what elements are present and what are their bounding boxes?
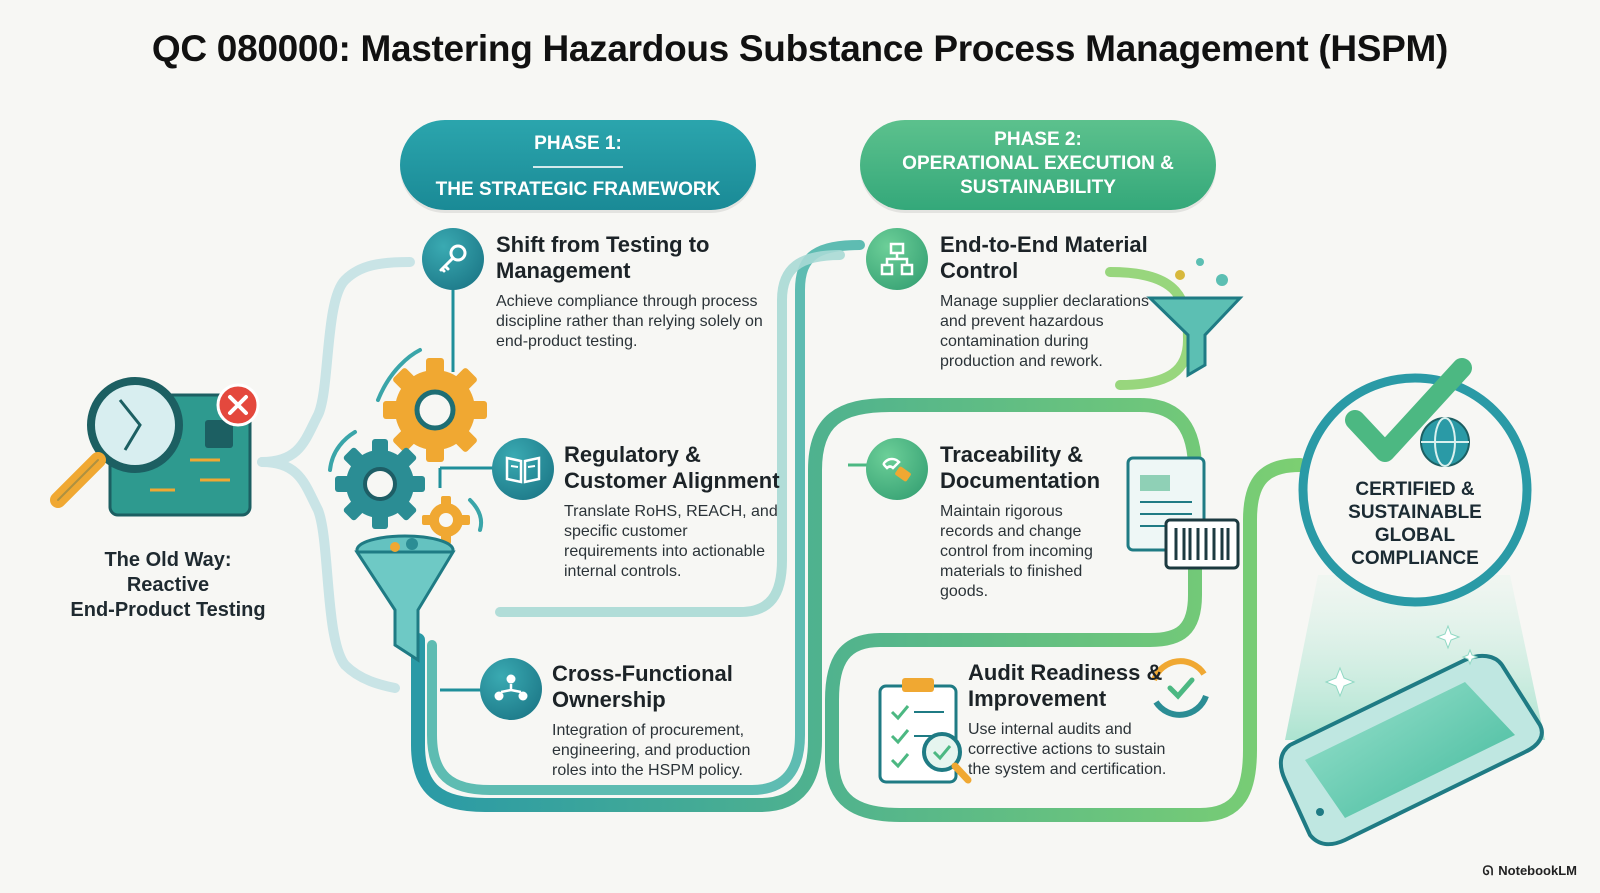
error-x-icon [216, 383, 260, 427]
gear-icon [422, 496, 470, 544]
item-body: Integration of procurement, engineering,… [552, 722, 751, 779]
magnifier-icon [50, 377, 183, 508]
funnel-icon [1146, 258, 1244, 378]
phase-2-item-audit: Audit Readiness & Improvement Use intern… [968, 660, 1186, 780]
item-title: Shift from Testing to Management [496, 232, 710, 283]
item-title: Cross-Functional Ownership [552, 661, 733, 712]
rotate-arrow-icon [328, 430, 357, 472]
phase-1-item-shift: Shift from Testing to Management Achieve… [496, 232, 766, 352]
phase-2-pill: PHASE 2: OPERATIONAL EXECUTION & SUSTAIN… [860, 120, 1216, 210]
phase-2-item-traceability: Traceability & Documentation Maintain ri… [940, 442, 1110, 602]
old-way-line-2: Reactive [126, 574, 210, 596]
brand-name: NotebookLM [1498, 863, 1577, 878]
brace-connector [257, 257, 415, 467]
item-body: Use internal audits and corrective actio… [968, 721, 1167, 778]
item-title: Traceability & Documentation [940, 442, 1101, 493]
phase-1-item-ownership: Cross-Functional Ownership Integration o… [552, 661, 767, 781]
phase-1-pill: PHASE 1: THE STRATEGIC FRAMEWORK [400, 120, 756, 210]
main-flow-path [411, 398, 1307, 822]
sparkle-icon [1324, 624, 1479, 698]
phase-2-label: PHASE 2: [994, 129, 1082, 150]
phase-1-label: PHASE 1: [534, 133, 622, 154]
barcode-icon [1164, 518, 1240, 570]
item-body: Manage supplier declarations and prevent… [940, 293, 1150, 370]
key-icon [422, 228, 484, 290]
old-way-label: The Old Way: Reactive End-Product Testin… [48, 548, 288, 623]
brace-connector-lower [257, 457, 400, 693]
connector-to-phase2 [495, 250, 845, 617]
phase-1-divider [533, 166, 623, 168]
tag-icon [866, 438, 928, 500]
book-icon [492, 438, 554, 500]
globe-icon [1420, 417, 1470, 467]
rotate-arrow-icon [376, 348, 422, 402]
phase-2-subtitle: OPERATIONAL EXECUTION & SUSTAINABILITY [902, 153, 1174, 198]
item-title: Regulatory & Customer Alignment [564, 442, 780, 493]
old-way-line-1: The Old Way: [104, 549, 232, 571]
item-title: Audit Readiness & Improvement [968, 660, 1163, 711]
checkmark-icon [1345, 358, 1472, 462]
phase-1-item-regulatory: Regulatory & Customer Alignment Translat… [564, 442, 784, 582]
brand-mark: ᘏ NotebookLM [1482, 863, 1582, 879]
item-body: Achieve compliance through process disci… [496, 293, 763, 350]
smartphone-icon [1278, 653, 1544, 847]
item-body: Translate RoHS, REACH, and specific cust… [564, 503, 778, 580]
clipboard-check-icon [878, 678, 972, 784]
flowchart-icon [866, 228, 928, 290]
phase-1-subtitle: THE STRATEGIC FRAMEWORK [435, 179, 721, 200]
old-way-line-3: End-Product Testing [70, 599, 266, 621]
gear-icon [335, 439, 425, 529]
item-title: End-to-End Material Control [940, 232, 1148, 283]
notebook-logo-icon: ᘏ [1482, 863, 1494, 878]
page-title: QC 080000: Mastering Hazardous Substance… [151, 28, 1449, 69]
funnel-icon [354, 534, 456, 663]
refresh-cycle-icon [1151, 658, 1209, 718]
phase-2-item-material: End-to-End Material Control Manage suppl… [940, 232, 1165, 372]
team-icon [480, 658, 542, 720]
gear-icon [383, 358, 487, 462]
item-body: Maintain rigorous records and change con… [940, 503, 1093, 600]
rotate-arrow-icon [468, 498, 484, 532]
outcome-label: CERTIFIED & SUSTAINABLE GLOBAL COMPLIANC… [1348, 479, 1482, 569]
